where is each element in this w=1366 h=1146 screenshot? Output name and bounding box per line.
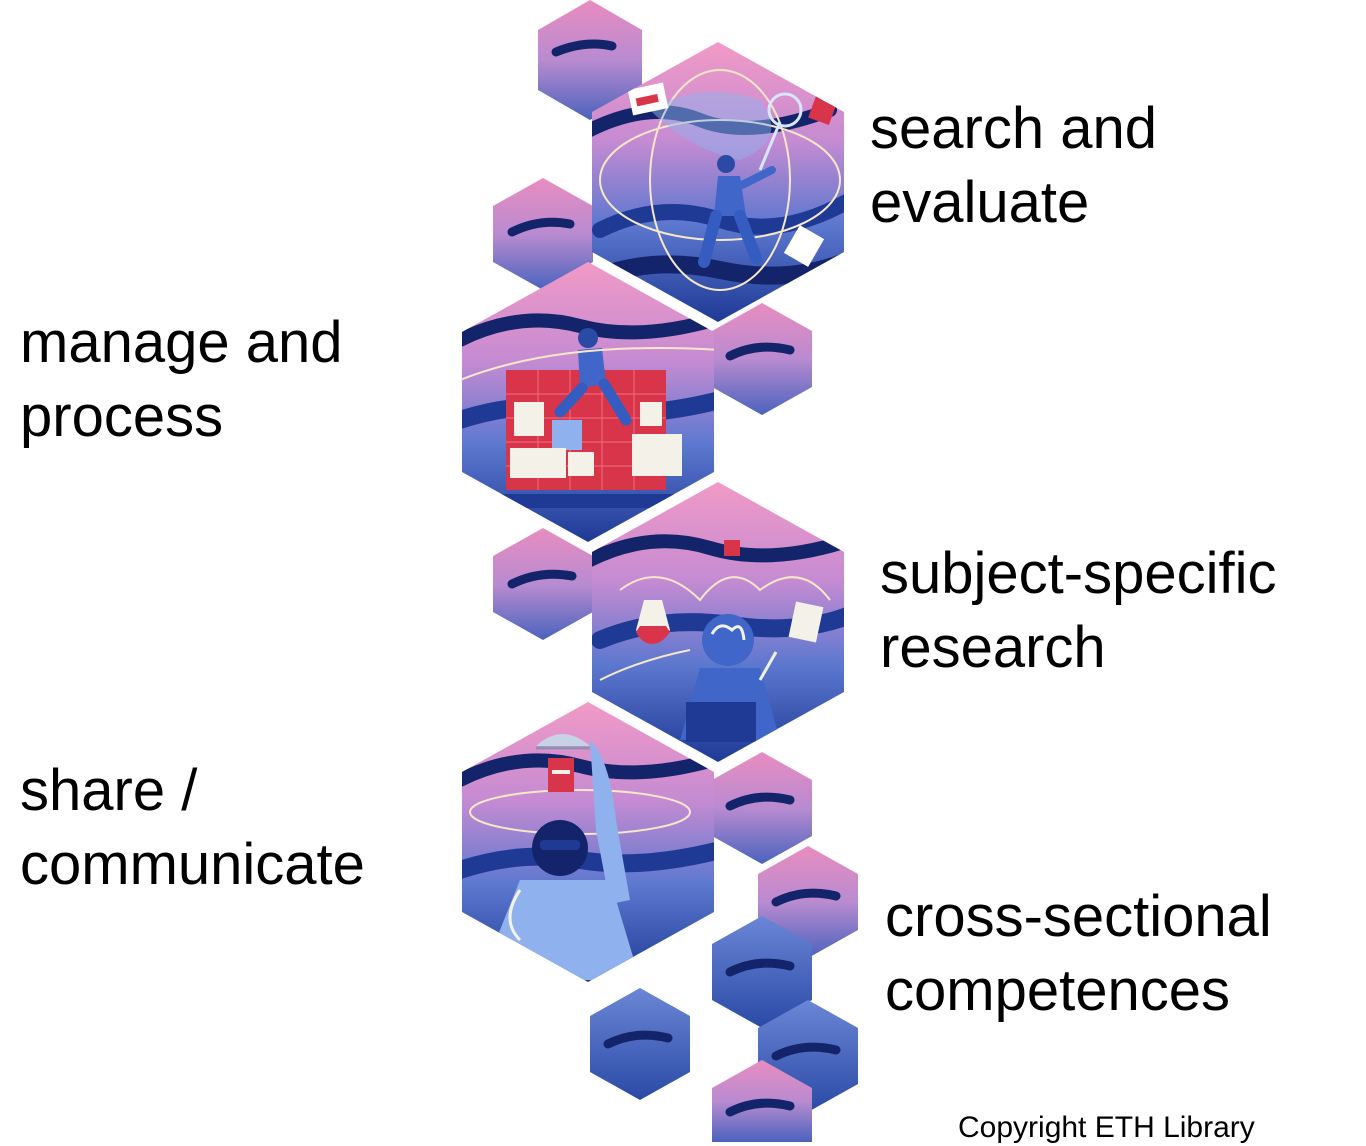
subject-research-label: subject-specific research	[880, 537, 1276, 685]
share-communicate-line-2: communicate	[20, 832, 365, 897]
copyright-notice: Copyright ETH Library	[958, 1111, 1255, 1144]
subject-research-line-2: research	[880, 615, 1106, 680]
small-hexagon	[712, 752, 812, 864]
small-hexagon	[712, 916, 812, 1028]
share-communicate-line-1: share /	[20, 758, 198, 823]
manage-process-hexagon	[462, 262, 714, 542]
manage-process-line-2: process	[20, 384, 224, 449]
small-hexagon	[493, 178, 593, 290]
cross-sectional-label: cross-sectional competences	[885, 880, 1272, 1028]
small-hexagon	[712, 1060, 812, 1142]
search-evaluate-label: search and evaluate	[870, 92, 1157, 240]
small-hexagon	[538, 0, 642, 120]
small-hexagon	[493, 528, 593, 640]
share-communicate-hexagon	[462, 702, 714, 982]
search-evaluate-line-2: evaluate	[870, 170, 1090, 235]
manage-process-line-1: manage and	[20, 310, 343, 375]
share-communicate-label: share / communicate	[20, 754, 365, 902]
small-hexagon	[590, 988, 690, 1100]
subject-research-line-1: subject-specific	[880, 541, 1277, 606]
search-evaluate-line-1: search and	[870, 96, 1157, 161]
manage-process-label: manage and process	[20, 306, 342, 454]
cross-sectional-line-1: cross-sectional	[885, 884, 1272, 949]
small-hexagon	[712, 303, 812, 415]
subject-research-hexagon	[592, 482, 844, 762]
cross-sectional-line-2: competences	[885, 958, 1230, 1023]
search-evaluate-hexagon	[592, 42, 844, 322]
